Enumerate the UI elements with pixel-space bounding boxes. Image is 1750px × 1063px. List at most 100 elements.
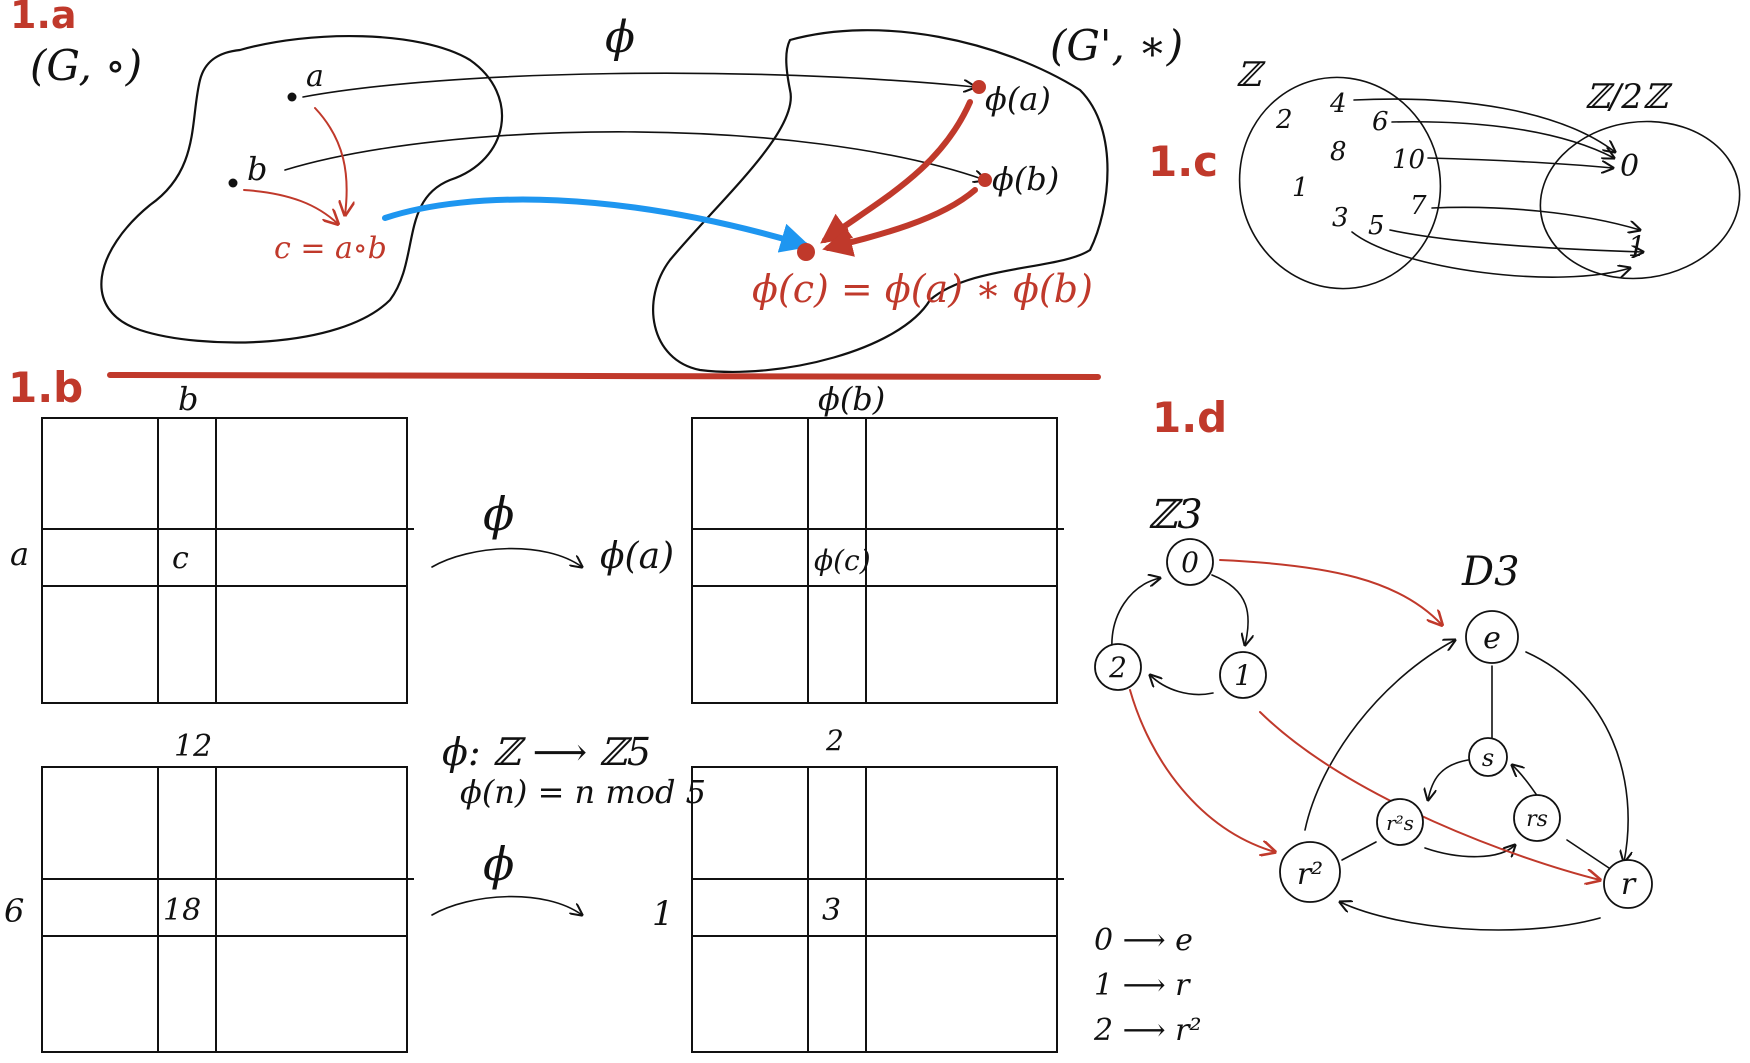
- mapping-line-2: 2 ⟶ r²: [1093, 1013, 1202, 1048]
- svg-text:1: 1: [1234, 659, 1252, 692]
- mapping-line-0: 0 ⟶ e: [1094, 923, 1193, 958]
- svg-text:rs: rs: [1526, 807, 1548, 832]
- table-top-left-row-header: a: [10, 535, 29, 573]
- d3-node-s: s: [1468, 737, 1508, 777]
- arrow-r-to-r2: [1340, 902, 1601, 931]
- edge-r2-r2s: [1341, 841, 1377, 861]
- label-group-g-prime: (G', ∗): [1050, 21, 1183, 70]
- set-z-ellipse: [1238, 76, 1442, 290]
- table-bottom-right-cell: 3: [822, 893, 841, 928]
- section-divider-line: [107, 372, 1101, 380]
- map-definition-line-1: ϕ: ℤ ⟶ ℤ5: [442, 730, 651, 774]
- table-bottom-left: 12 6 18: [4, 729, 414, 1053]
- number-2: 2: [1275, 105, 1293, 135]
- svg-text:0: 0: [1181, 546, 1199, 579]
- map-definition-line-2: ϕ(n) = n mod 5: [460, 773, 706, 811]
- table-bottom-left-col-header: 12: [174, 729, 212, 764]
- svg-text:e: e: [1483, 621, 1501, 656]
- label-c-equals-a-circ-b: c = a∘b: [274, 231, 387, 266]
- red-arrow-phi-a-to-phi-c: [820, 99, 973, 244]
- point-b: [228, 178, 238, 188]
- table-bottom-left-cell: 18: [163, 893, 201, 928]
- label-phi-map: ϕ: [605, 12, 635, 63]
- number-7: 7: [1410, 191, 1427, 221]
- arrow-z3-0-to-1: [1211, 574, 1248, 645]
- part-c-quotient-map: ℤ ℤ/2ℤ 2 4 6 8 10 1 3 5 7 0 1: [1236, 55, 1741, 290]
- d3-node-e: e: [1465, 610, 1519, 664]
- label-set-quotient: ℤ/2ℤ: [1585, 77, 1673, 117]
- table-top-right-cell: ϕ(c): [814, 544, 871, 577]
- arrow-r2s-to-rs: [1424, 845, 1515, 857]
- point-phi-a: [972, 80, 986, 94]
- point-phi-b: [978, 173, 992, 187]
- blob-group-g: [100, 34, 504, 344]
- target-zero: 0: [1620, 149, 1639, 184]
- arrow-z3-2-to-0: [1111, 578, 1160, 651]
- table-bottom-left-row-header: 6: [4, 892, 24, 930]
- red-arrow-0-to-e: [1219, 559, 1442, 625]
- arrow-b-to-phi-b: [284, 131, 985, 180]
- svg-text:r²: r²: [1297, 857, 1323, 892]
- number-10: 10: [1392, 145, 1425, 175]
- table-top-left-col-header: b: [178, 380, 198, 418]
- svg-text:r: r: [1621, 867, 1637, 902]
- arrow-6-to-0: [1391, 120, 1614, 158]
- label-set-z: ℤ: [1236, 55, 1266, 95]
- arrow-top-phi: [431, 547, 582, 567]
- arrow-10-to-0: [1427, 157, 1613, 168]
- section-label-1b: 1.b: [8, 363, 83, 412]
- arrow-4-to-0: [1353, 98, 1615, 152]
- d3-node-rs: rs: [1513, 794, 1561, 842]
- arrow-z3-1-to-2: [1150, 675, 1214, 696]
- part-b-operation-tables: b a c ϕ ϕ(a) ϕ(b) ϕ(c) ϕ: ℤ ⟶ ℤ5 ϕ(n) = …: [4, 380, 1064, 1053]
- label-top-phi: ϕ: [483, 487, 514, 541]
- table-bottom-right: 2 3: [691, 724, 1064, 1053]
- label-group-g: (G, ∘): [30, 41, 142, 90]
- label-d3: D3: [1461, 549, 1520, 595]
- d3-node-r2: r²: [1279, 841, 1341, 903]
- svg-text:r²s: r²s: [1386, 811, 1414, 835]
- number-1: 1: [1292, 173, 1309, 203]
- arrow-r2-to-e: [1304, 640, 1455, 831]
- label-b: b: [247, 150, 267, 188]
- arrow-b-to-c: [243, 189, 338, 224]
- arrow-a-to-phi-a: [302, 72, 975, 98]
- red-arrow-1-to-r: [1259, 711, 1600, 880]
- blue-arrow-c-to-phi-c: [382, 196, 811, 253]
- label-a: a: [306, 59, 324, 94]
- number-5: 5: [1368, 211, 1385, 241]
- table-top-left-cell: c: [172, 541, 189, 576]
- table-bottom-right-row-header: 1: [652, 894, 674, 934]
- d3-node-r: r: [1603, 859, 1653, 909]
- label-z3: ℤ3: [1148, 492, 1203, 538]
- mapping-line-1: 1 ⟶ r: [1094, 968, 1191, 1003]
- label-phi-b: ϕ(b): [992, 160, 1059, 198]
- part-a-homomorphism-diagram: (G, ∘) (G', ∗) ϕ a b c = a∘b ϕ(a) ϕ(b) ϕ…: [30, 12, 1183, 374]
- section-label-1d: 1.d: [1152, 393, 1227, 442]
- table-top-right-col-header: ϕ(b): [818, 380, 885, 418]
- table-top-right-row-header: ϕ(a): [600, 536, 674, 577]
- arrow-bottom-phi: [431, 895, 582, 915]
- svg-text:s: s: [1482, 744, 1494, 772]
- number-6: 6: [1372, 107, 1389, 137]
- section-label-1a: 1.a: [10, 0, 77, 37]
- set-quotient-ellipse: [1539, 120, 1741, 280]
- label-phi-c-equation: ϕ(c) = ϕ(a) ∗ ϕ(b): [752, 267, 1093, 311]
- arrow-7-to-1: [1431, 206, 1640, 230]
- part-d-z3-to-d3: ℤ3 D3 0 1 2: [1093, 492, 1653, 1048]
- number-4: 4: [1329, 89, 1347, 119]
- z3-node-0: 0: [1166, 538, 1214, 586]
- target-one: 1: [1628, 230, 1646, 263]
- d3-node-r2s: r²s: [1376, 798, 1424, 846]
- svg-text:2: 2: [1108, 651, 1127, 684]
- arrow-e-to-r: [1525, 651, 1628, 862]
- point-phi-c: [797, 243, 815, 261]
- z3-node-2: 2: [1094, 643, 1142, 691]
- label-bottom-phi: ϕ: [483, 837, 514, 891]
- table-top-right: ϕ(b) ϕ(c): [691, 380, 1064, 704]
- edge-rs-r: [1566, 839, 1613, 871]
- number-3: 3: [1332, 203, 1349, 233]
- blob-group-g-prime: [652, 29, 1109, 374]
- z3-node-1: 1: [1219, 651, 1267, 699]
- red-arrow-phi-b-to-phi-c: [822, 187, 978, 257]
